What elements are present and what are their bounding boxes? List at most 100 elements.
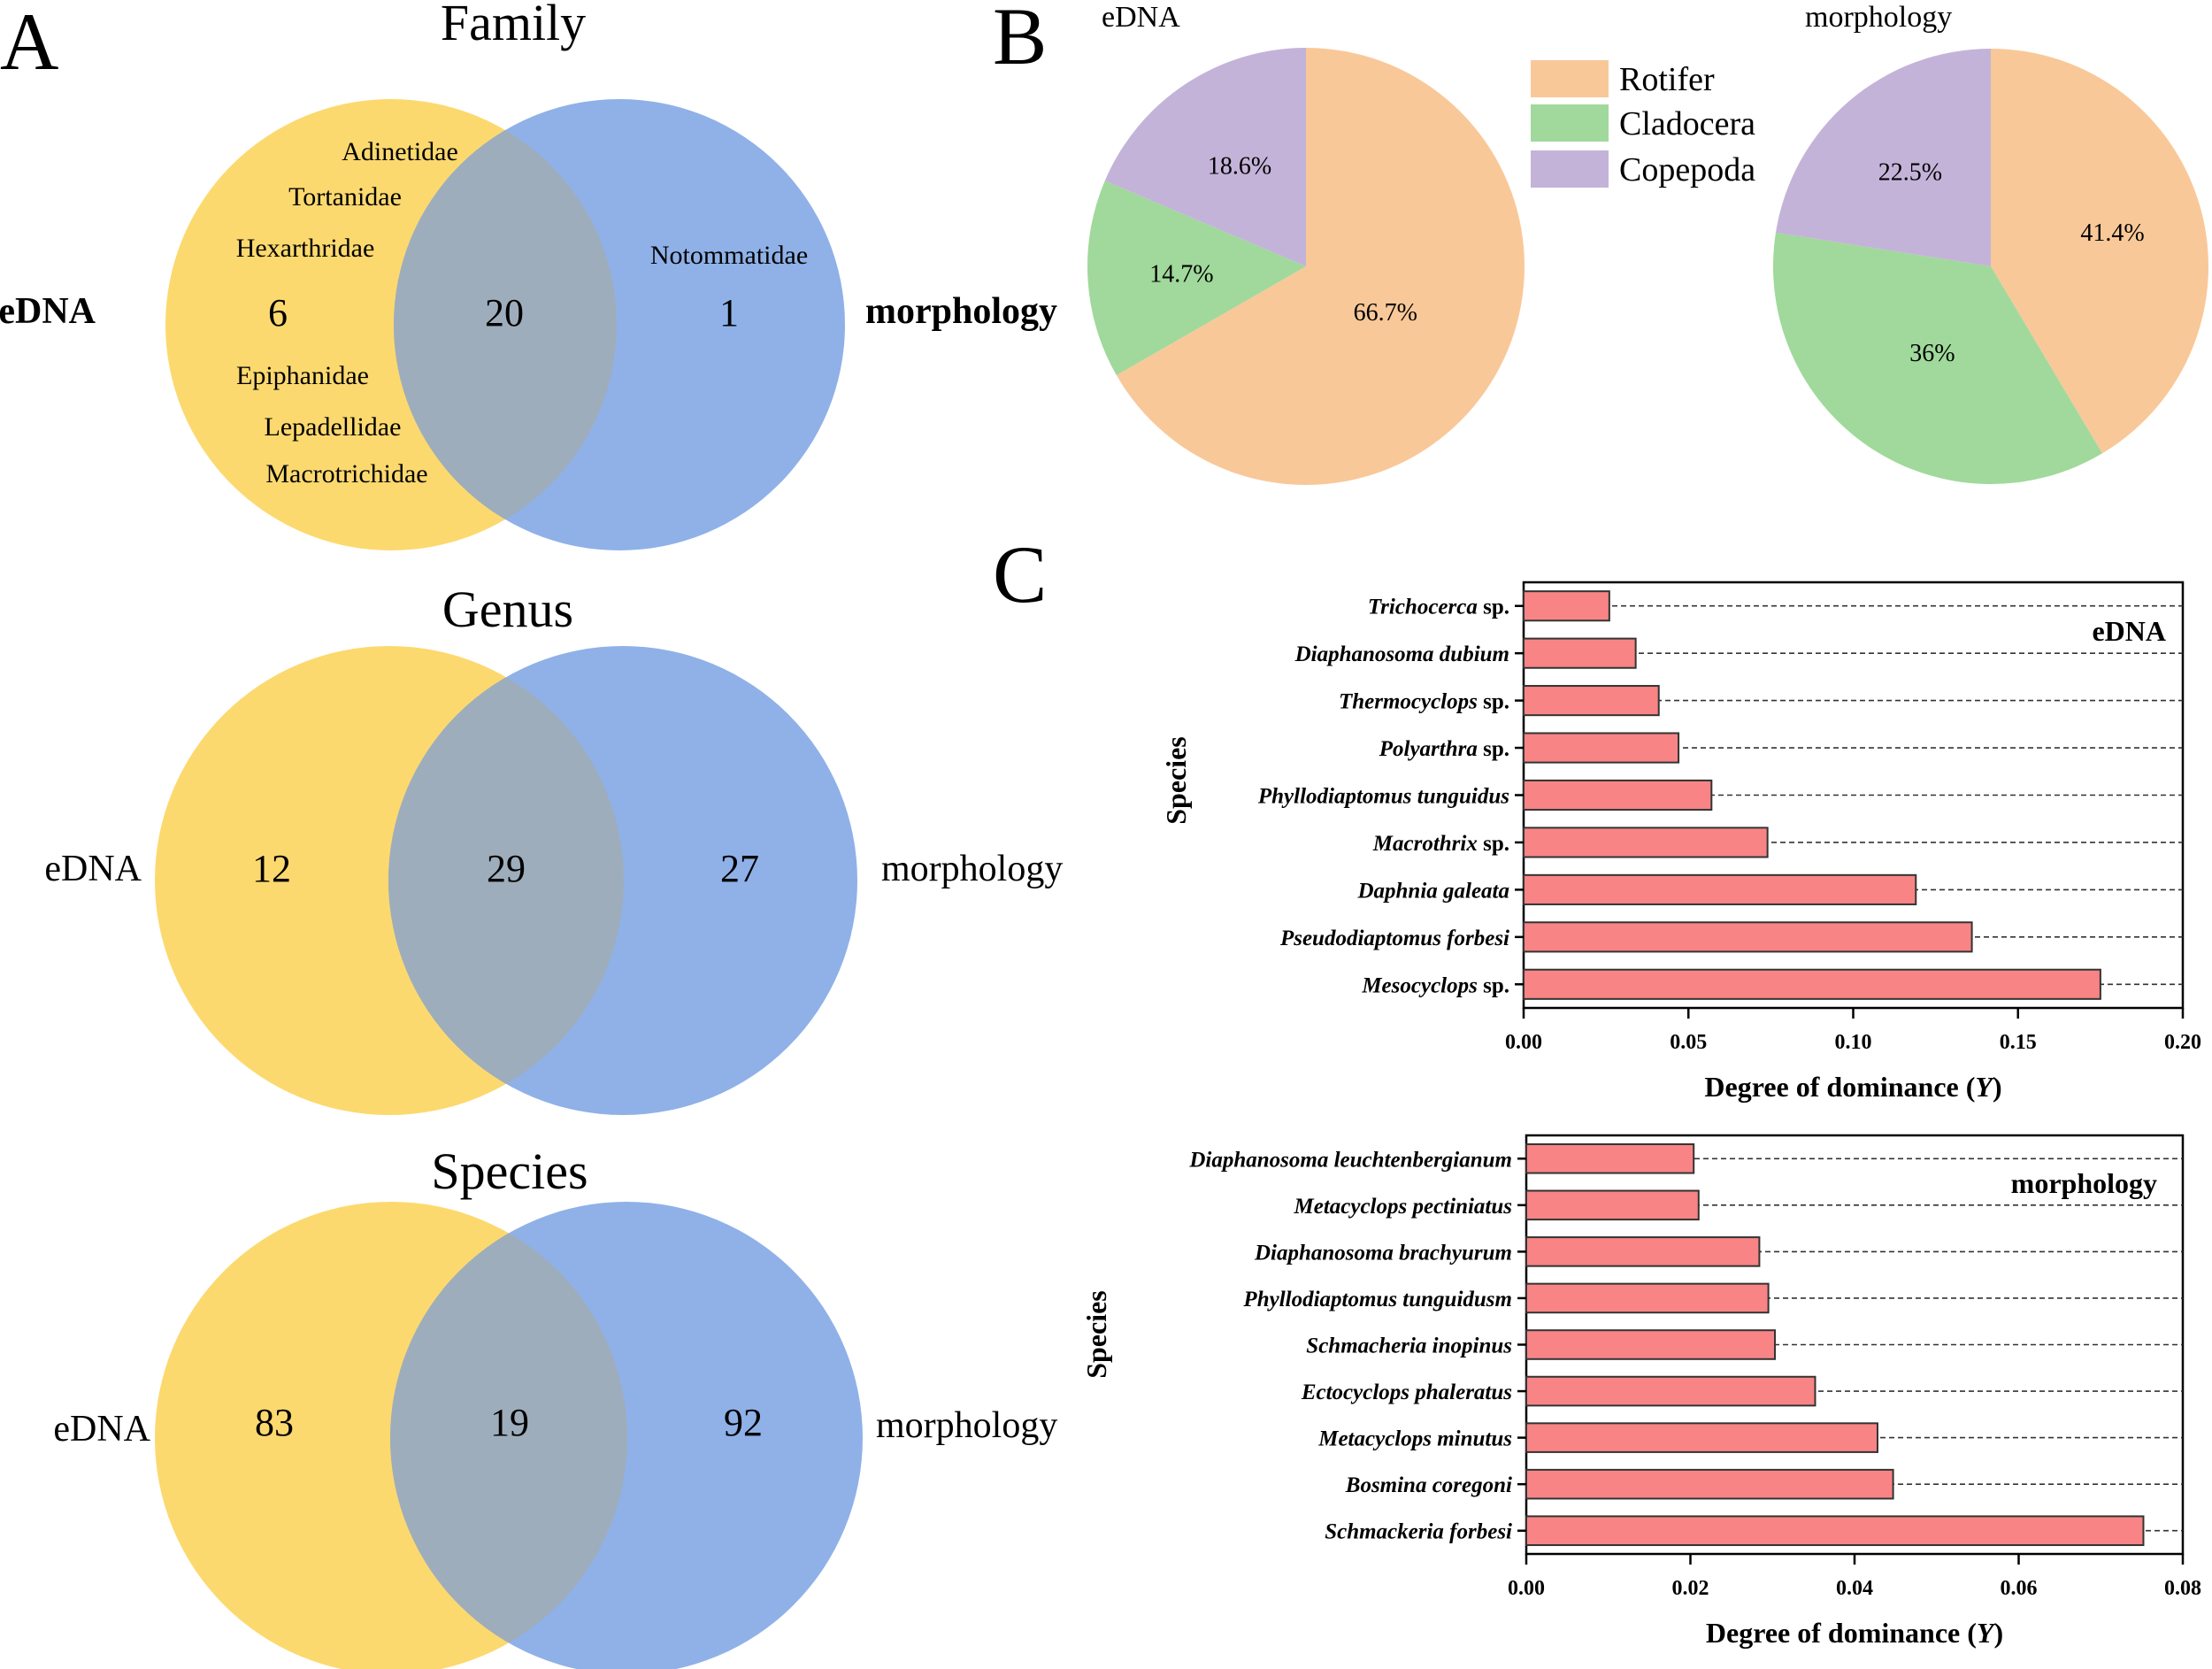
venn-genus-left-label: eDNA: [44, 849, 142, 889]
x-tick-label: 0.08: [2164, 1577, 2201, 1600]
venn-family-left-count: 6: [268, 291, 288, 335]
bar-chart-morphology: Diaphanosoma leuchtenbergianumMetacyclop…: [1080, 1134, 2201, 1649]
y-tick-label: Macrothrix sp.: [1372, 832, 1509, 856]
pie-slice-rotifer: [1116, 48, 1525, 485]
bar: [1523, 827, 1769, 858]
pie-slice-copepoda: [1104, 48, 1306, 266]
pie-edna-title: eDNA: [1102, 1, 1180, 34]
y-tick-label: Daphnia galeata: [1356, 879, 1509, 903]
pie-morphology-title: morphology: [1805, 1, 1952, 34]
y-axis-title: Species: [1080, 1290, 1112, 1379]
legend-swatch-rotifer: [1531, 60, 1609, 97]
panel-label-a: A: [0, 0, 58, 87]
legend-label-rotifer: Rotifer: [1619, 61, 1715, 98]
venn-family-right-count: 1: [719, 291, 739, 335]
bar: [1523, 779, 1713, 811]
y-tick-label: Phyllodiaptomus tunguidus: [1257, 785, 1509, 809]
bar: [1523, 873, 1917, 905]
x-axis-title: Degree of dominance (Y): [1704, 1071, 2001, 1103]
venn-genus-left-count: 12: [252, 847, 291, 890]
y-tick-label: Diaphanosoma brachyurum: [1254, 1241, 1512, 1265]
pie-slice-copepoda: [1775, 49, 1991, 266]
pie-slice-rotifer: [1991, 49, 2208, 454]
bar: [1525, 1375, 1816, 1407]
panel-label-b: B: [993, 0, 1047, 81]
venn-family-overlap-count: 20: [485, 291, 524, 335]
venn-species-right-label: morphology: [876, 1405, 1057, 1446]
family-name: Notommatidae: [650, 241, 808, 270]
pie-legend: Rotifer Cladocera Copepoda: [1531, 60, 1755, 188]
y-tick-label: Schmacheria inopinus: [1306, 1334, 1512, 1358]
family-name: Tortanidae: [288, 182, 402, 212]
y-tick-label: Bosmina coregoni: [1345, 1473, 1512, 1497]
venn-species-overlap-count: 19: [490, 1401, 529, 1444]
bar: [1523, 968, 2101, 1000]
y-tick-label: Pseudodiaptomus forbesi: [1279, 927, 1509, 950]
pie-slice-label: 36%: [1909, 340, 1955, 367]
venn-species-left-count: 83: [255, 1401, 294, 1444]
venn-genus-overlap: [388, 646, 624, 1115]
bar: [1523, 637, 1637, 669]
venn-family-left-label: eDNA: [0, 291, 96, 332]
legend-label-cladocera: Cladocera: [1619, 105, 1755, 142]
bar: [1523, 921, 1973, 953]
legend-swatch-cladocera: [1531, 104, 1609, 142]
x-tick-label: 0.00: [1505, 1031, 1542, 1054]
family-name: Lepadellidae: [265, 412, 402, 442]
y-tick-label: Diaphanosoma dubium: [1294, 642, 1509, 666]
venn-family: Family eDNA morphology 6 20 1 Adinetidae…: [0, 0, 1057, 550]
y-tick-label: Metacyclops pectiniatus: [1294, 1195, 1513, 1219]
family-name: Hexarthridae: [236, 234, 375, 263]
pie-slice-label: 14.7%: [1149, 260, 1213, 288]
family-name: Macrotrichidae: [265, 459, 427, 488]
y-tick-label: Polyarthra sp.: [1379, 737, 1509, 761]
pie-slice-label: 18.6%: [1208, 153, 1271, 181]
bar: [1523, 732, 1680, 764]
pie-chart-edna: eDNA 66.7% 14.7% 18.6%: [1087, 1, 1525, 485]
venn-genus-overlap-count: 29: [487, 847, 526, 890]
x-tick-label: 0.10: [1835, 1031, 1872, 1054]
venn-species-left-label: eDNA: [53, 1409, 150, 1450]
bar: [1525, 1236, 1761, 1267]
x-tick-label: 0.02: [1672, 1577, 1709, 1600]
venn-family-title: Family: [441, 0, 586, 51]
chart-series-tag: morphology: [2011, 1167, 2157, 1199]
y-tick-label: Phyllodiaptomus tunguidusm: [1242, 1288, 1512, 1311]
venn-genus: Genus eDNA morphology 12 29 27: [44, 581, 1063, 1115]
venn-family-overlap: [394, 99, 617, 550]
venn-species-overlap: [390, 1202, 627, 1669]
x-tick-label: 0.06: [2001, 1577, 2038, 1600]
bar-chart-edna: Trichocerca sp. Diaphanosoma dubiumThermo…: [1160, 581, 2201, 1103]
y-axis-title: Species: [1160, 736, 1192, 825]
pie-slice-label: 66.7%: [1354, 299, 1417, 327]
bar: [1525, 1282, 1770, 1314]
y-tick-label: Schmackeria forbesi: [1325, 1520, 1512, 1544]
bar: [1525, 1142, 1695, 1174]
bar: [1525, 1468, 1894, 1500]
chart-series-tag: eDNA: [2092, 615, 2166, 647]
y-tick-label: Thermocyclops sp.: [1339, 690, 1509, 714]
venn-species: Species eDNA morphology 83 19 92: [53, 1142, 1057, 1669]
y-tick-label: Mesocyclops sp.: [1361, 973, 1509, 997]
x-tick-label: 0.15: [2000, 1031, 2037, 1054]
venn-genus-title: Genus: [442, 581, 573, 638]
bar: [1523, 590, 1610, 622]
panel-label-c: C: [993, 529, 1047, 619]
y-tick-label: Ectocyclops phaleratus: [1301, 1381, 1512, 1404]
pie-slice-label: 22.5%: [1878, 158, 1942, 186]
family-name: Adinetidae: [342, 137, 458, 166]
y-tick-label: Diaphanosoma leuchtenbergianum: [1188, 1148, 1512, 1172]
bar: [1525, 1329, 1777, 1360]
bar: [1523, 685, 1660, 717]
y-tick-label: Trichocerca sp.: [1368, 596, 1509, 619]
venn-genus-right-count: 27: [720, 847, 759, 890]
venn-species-title: Species: [431, 1142, 588, 1200]
x-tick-label: 0.04: [1836, 1577, 1873, 1600]
x-tick-label: 0.20: [2164, 1031, 2201, 1054]
x-tick-label: 0.05: [1670, 1031, 1707, 1054]
family-name: Epiphanidae: [236, 361, 369, 390]
x-tick-label: 0.00: [1508, 1577, 1545, 1600]
venn-genus-right-label: morphology: [881, 849, 1063, 889]
venn-family-right-label: morphology: [865, 291, 1057, 332]
bar: [1525, 1189, 1700, 1221]
